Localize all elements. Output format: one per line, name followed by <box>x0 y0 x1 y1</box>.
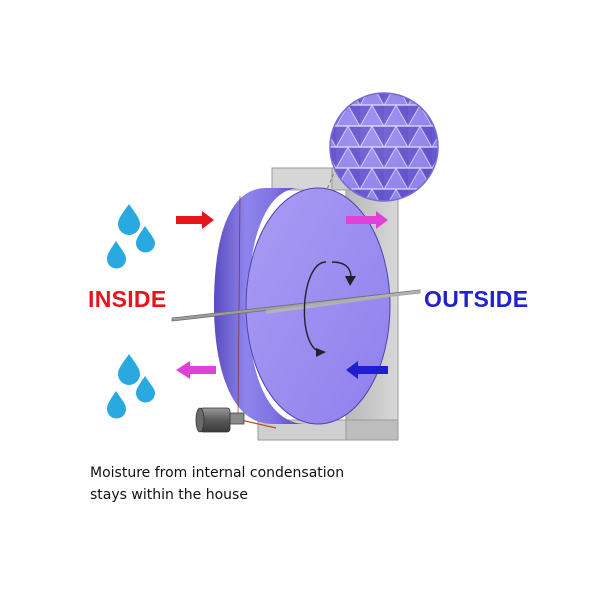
water-drop-icon <box>107 241 126 269</box>
arrow-right-icon <box>346 211 388 229</box>
arrow-right-icon <box>176 211 214 229</box>
water-drop-icon <box>118 354 140 385</box>
water-drop-icon <box>118 204 140 235</box>
caption-line-1: Moisture from internal condensation <box>90 465 345 481</box>
water-drops-bottom <box>107 354 155 419</box>
caption-line-2: stays within the house <box>90 487 248 503</box>
water-drops-top <box>107 204 155 269</box>
water-drop-icon <box>136 226 155 253</box>
water-drop-icon <box>136 376 155 403</box>
outside-label: OUTSIDE <box>424 286 529 312</box>
arrow-left-icon <box>176 361 216 379</box>
water-drop-icon <box>107 391 126 419</box>
inside-label: INSIDE <box>88 286 167 312</box>
honeycomb-magnifier-icon <box>329 92 439 202</box>
rotation-icon <box>303 261 356 357</box>
caption: Moisture from internal condensation stay… <box>90 462 344 506</box>
arrow-left-icon <box>346 361 388 379</box>
motor-icon <box>195 407 277 433</box>
